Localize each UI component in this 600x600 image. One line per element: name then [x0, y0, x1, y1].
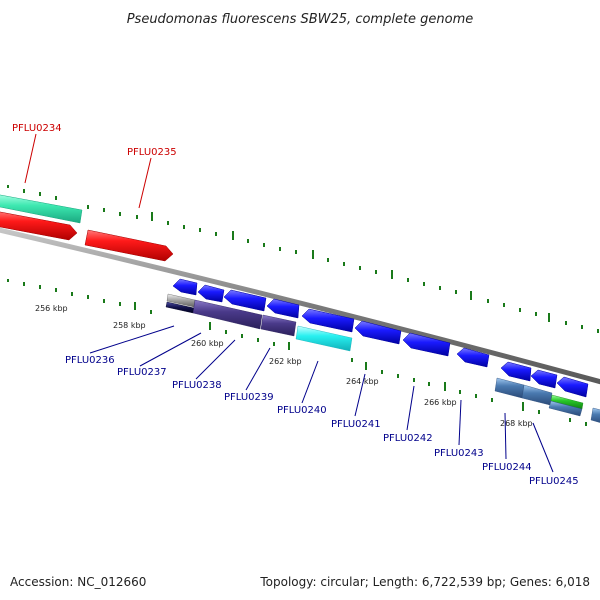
gene-label-pflu0241[interactable]: PFLU0241: [331, 419, 381, 430]
gene-label-pflu0242[interactable]: PFLU0242: [383, 433, 433, 444]
gene-label-pflu0235[interactable]: PFLU0235: [127, 147, 177, 158]
gene-label-pflu0234[interactable]: PFLU0234: [12, 123, 62, 134]
reverse-features: [165, 293, 600, 424]
gene-pflu0236[interactable]: [172, 278, 198, 296]
gene-label-pflu0243[interactable]: PFLU0243: [434, 448, 484, 459]
gene-label-pflu0239[interactable]: PFLU0239: [224, 392, 274, 403]
gene-pflu0241[interactable]: [354, 320, 402, 345]
scale-label: 266 kbp: [424, 398, 457, 407]
gene-pflu0242[interactable]: [402, 332, 451, 357]
label-leaders: [24, 133, 554, 473]
feature-pflu0238-region[interactable]: [192, 299, 263, 330]
feature-pflu0245-region[interactable]: [521, 384, 553, 406]
forward-genes: [0, 194, 174, 262]
upper-tick-track: [7, 185, 599, 333]
feature-edge[interactable]: [590, 407, 600, 424]
gene-pflu0235[interactable]: [84, 229, 174, 262]
scale-labels: 256 kbp 258 kbp 260 kbp 262 kbp 264 kbp …: [35, 304, 533, 428]
scale-label: 258 kbp: [113, 321, 146, 330]
gene-pflu0244[interactable]: [500, 361, 532, 382]
feature-pflu0240-region[interactable]: [295, 325, 353, 352]
scale-label: 256 kbp: [35, 304, 68, 313]
map-title: Pseudomonas fluorescens SBW25, complete …: [127, 12, 474, 27]
feature-pflu0239-region[interactable]: [260, 314, 297, 337]
scale-label: 260 kbp: [191, 339, 224, 348]
gene-label-pflu0238[interactable]: PFLU0238: [172, 380, 222, 391]
gene-label-pflu0237[interactable]: PFLU0237: [117, 367, 167, 378]
lower-tick-track: [7, 279, 587, 426]
scale-label: 262 kbp: [269, 357, 302, 366]
scale-label: 264 kbp: [346, 377, 379, 386]
gene-label-pflu0236[interactable]: PFLU0236: [65, 355, 115, 366]
gene-label-pflu0244[interactable]: PFLU0244: [482, 462, 532, 473]
gene-label-pflu0240[interactable]: PFLU0240: [277, 405, 327, 416]
gene-pflu0240[interactable]: [301, 308, 355, 333]
gene-pflu0234[interactable]: [0, 211, 78, 241]
reverse-genes: [172, 278, 589, 398]
genome-stats-text: Topology: circular; Length: 6,722,539 bp…: [259, 575, 590, 589]
feature-steel[interactable]: [548, 400, 583, 417]
gene-label-pflu0245[interactable]: PFLU0245: [529, 476, 579, 487]
gene-pflu0238[interactable]: [223, 289, 267, 312]
gene-pflu0237[interactable]: [197, 284, 225, 303]
gene-labels: PFLU0234 PFLU0235 PFLU0236 PFLU0237 PFLU…: [12, 123, 579, 487]
genome-backbone: [0, 227, 600, 385]
feature-pflu0244-region[interactable]: [494, 377, 525, 399]
gene-pflu0239[interactable]: [266, 298, 300, 319]
gene-pflu0246[interactable]: [556, 376, 589, 398]
gene-pflu0243[interactable]: [456, 347, 490, 368]
accession-text: Accession: NC_012660: [10, 575, 146, 589]
scale-label: 268 kbp: [500, 419, 533, 428]
gene-pflu0245[interactable]: [530, 369, 558, 389]
gene-pflu0234-feature[interactable]: [0, 194, 83, 224]
